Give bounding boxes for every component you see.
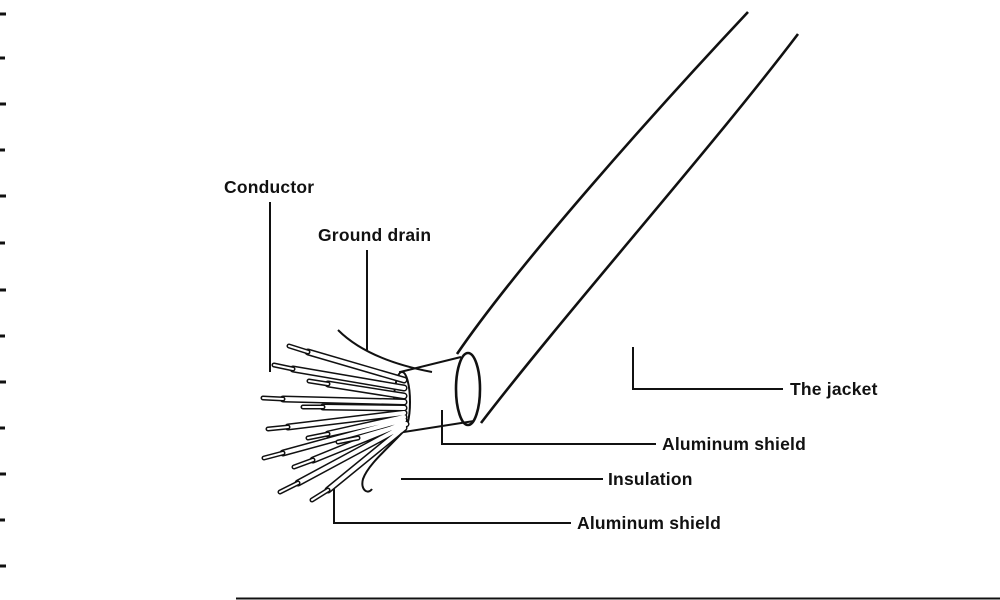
- conductor-tips: [260, 343, 361, 503]
- label-insulation: Insulation: [608, 469, 693, 489]
- leader-lines: [269, 202, 783, 524]
- edge-artifacts: [0, 12, 1000, 600]
- drain-wire-curl: [361, 432, 403, 493]
- jacket: [455, 11, 800, 424]
- aluminum-shield-top-leader: [441, 410, 656, 445]
- aluminum-shield-bottom-leader: [333, 489, 571, 524]
- label-aluminum-shield-bottom: Aluminum shield: [577, 513, 721, 533]
- label-the-jacket: The jacket: [790, 379, 878, 399]
- insulated-wires: [279, 348, 410, 494]
- label-aluminum-shield-top: Aluminum shield: [662, 434, 806, 454]
- label-conductor: Conductor: [224, 177, 315, 197]
- jacket-leader: [632, 347, 783, 390]
- jacket-cut-face: [454, 351, 482, 427]
- ground-drain-wire: [337, 329, 433, 373]
- label-ground-drain: Ground drain: [318, 225, 432, 245]
